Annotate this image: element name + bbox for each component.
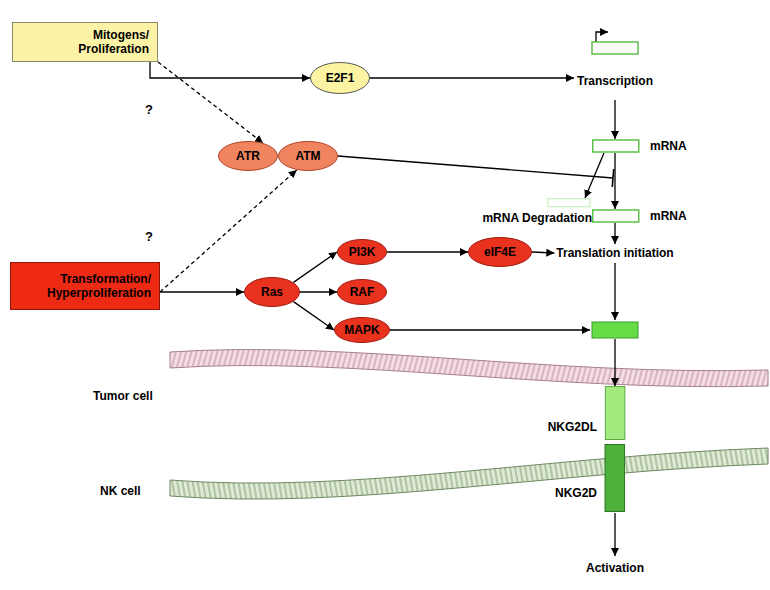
inhibition-bar [612, 169, 613, 187]
node-text: eIF4E [484, 245, 516, 259]
node-text: mRNA Degradation [482, 211, 592, 225]
inhibition-line [338, 156, 613, 178]
connector-arrow [300, 291, 337, 292]
ellipse-outline [245, 278, 300, 307]
connector-arrow [293, 302, 334, 330]
node-shape [549, 444, 625, 512]
receptor-rect [605, 445, 625, 512]
protein-ellipse: PI3K [337, 239, 387, 265]
node-text: NKG2DL [548, 420, 597, 434]
mrna-box: mRNA [592, 139, 689, 153]
receptor-box: NKG2DL [542, 386, 625, 440]
ellipse-outline [335, 318, 390, 343]
protein-ellipse: MAPK [334, 317, 390, 343]
protein-ellipse: E2F1 [310, 62, 370, 94]
node-shape [574, 28, 656, 100]
connector-arrow [158, 62, 263, 143]
connector-arrow [293, 252, 337, 282]
gene-rect [592, 42, 638, 54]
ellipse-outline [469, 238, 532, 267]
mapk-arrow [390, 329, 590, 330]
protein-ellipse: RAF [337, 279, 387, 305]
protein-ellipse: ATR [218, 141, 278, 171]
ellipse-outline [219, 142, 278, 171]
tumor-membrane [170, 350, 768, 387]
connector-arrow [614, 153, 615, 209]
gene-box: Transcription [574, 28, 656, 100]
protein-ellipse: ATM [278, 141, 338, 171]
ellipse-outline [311, 63, 370, 94]
translation-arrow [614, 263, 615, 320]
connector-arrow [160, 170, 297, 292]
process-step: Translation initiation [554, 244, 675, 262]
node-text: Transformation/ Hyperproliferation [47, 272, 151, 300]
connector-arrow [585, 153, 604, 198]
node-text: ATR [236, 149, 260, 163]
protein-box [592, 322, 638, 338]
receptor-rect [605, 387, 625, 440]
node-text: ATM [295, 149, 320, 163]
surface-arrow [614, 339, 615, 386]
text-label: NK cell [100, 484, 141, 498]
connector-arrow [387, 251, 468, 252]
node-text: E2F1 [326, 71, 355, 85]
text-label: Tumor cell [93, 389, 153, 403]
connector-arrow [614, 100, 615, 139]
ellipse-outline [279, 142, 338, 171]
activation-arrow [614, 513, 615, 556]
connector-arrow [370, 77, 574, 78]
connector-arrow [532, 252, 554, 253]
text-label: Activation [586, 561, 644, 575]
stimulus-box: Transformation/ Hyperproliferation [10, 262, 160, 310]
stimulus-box: Mitogens/ Proliferation [12, 22, 158, 62]
node-text: Translation initiation [556, 246, 673, 260]
degraded-rect [548, 199, 590, 207]
protein-ellipse: eIF4E [468, 237, 532, 267]
node-text: Transcription [577, 74, 653, 88]
ellipse-outline [338, 240, 387, 265]
mrna-rect [593, 140, 639, 152]
edge-label: ? [143, 230, 155, 244]
protein-ellipse: Ras [244, 277, 300, 307]
edge-label: ? [143, 103, 155, 117]
receptor-box: NKG2D [549, 444, 625, 512]
node-text: MAPK [344, 323, 379, 337]
node-text: Ras [261, 285, 283, 299]
node-text: mRNA [650, 209, 687, 223]
node-text: Mitogens/ Proliferation [78, 28, 149, 56]
mrna-box: mRNA [592, 209, 689, 223]
nk-membrane [170, 448, 768, 499]
node-text: RAF [350, 285, 375, 299]
mrna-rect [593, 210, 639, 222]
connector-arrow [150, 62, 310, 78]
connector-arrow [614, 223, 615, 244]
degradation-box: mRNA Degradation [455, 198, 592, 228]
connector-arrow [160, 291, 244, 292]
node-text: mRNA [650, 139, 687, 153]
node-text: PI3K [349, 245, 376, 259]
node-text: NKG2D [555, 486, 597, 500]
start-arrow [596, 32, 608, 42]
ellipse-outline [338, 280, 387, 305]
